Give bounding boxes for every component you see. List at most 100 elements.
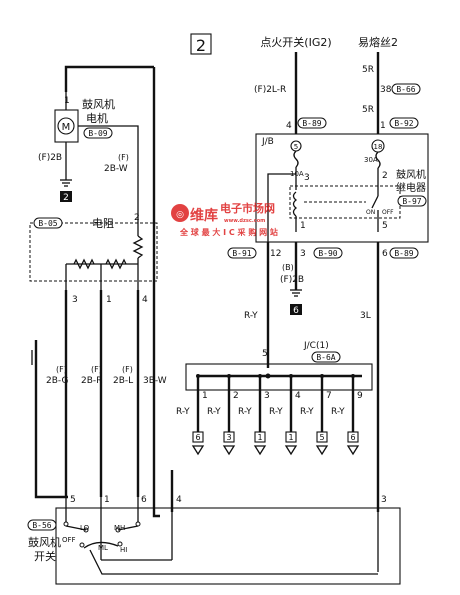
- ignition-feed: (F)2L-R 4 B-89: [254, 52, 327, 134]
- svg-text:3L: 3L: [360, 311, 371, 321]
- svg-text:(F): (F): [118, 153, 129, 162]
- svg-text:B-6A: B-6A: [316, 353, 335, 362]
- svg-text:B-92: B-92: [394, 119, 413, 128]
- resistor-section: B-05 电阻 2 3 1 4: [29, 208, 158, 305]
- svg-text:B-90: B-90: [318, 249, 337, 258]
- svg-text:R-Y: R-Y: [238, 407, 252, 417]
- svg-text:6: 6: [141, 495, 147, 505]
- svg-text:2: 2: [233, 391, 239, 401]
- svg-text:R-Y: R-Y: [300, 407, 314, 417]
- blower-motor-name: 鼓风机: [82, 97, 115, 111]
- svg-text:5R: 5R: [362, 65, 374, 75]
- svg-text:维库: 维库: [190, 207, 218, 224]
- svg-text:鼓风机: 鼓风机: [396, 168, 426, 181]
- svg-text:2B-R: 2B-R: [81, 376, 102, 386]
- fusible-link-label: 易熔丝2: [358, 35, 398, 49]
- blower-motor-section: 1 M 鼓风机 电机 B-09 (F)2B (F) 2B-W 2: [34, 65, 160, 518]
- svg-text:2B-L: 2B-L: [113, 376, 133, 386]
- svg-text:B-56: B-56: [32, 521, 51, 530]
- svg-text:(F): (F): [122, 365, 133, 374]
- svg-text:3: 3: [72, 295, 78, 305]
- jb-bottom: 12 3 6 B-91 B-90 B-89 (B) (F)2B 6 R-Y 5 …: [227, 242, 419, 512]
- junction-block: J/B 5 10A 3 18 30A 2 ON OFF 鼓风机 继电器 B-97…: [255, 133, 429, 243]
- watermark: ◎ 维库 电子市场网 www.dzsc.com 全 球 最 大 I C 采 购 …: [171, 201, 278, 237]
- page-badge: 2: [190, 33, 212, 55]
- svg-text:R-Y: R-Y: [331, 407, 345, 417]
- svg-text:5: 5: [319, 433, 324, 442]
- svg-text:6: 6: [350, 433, 355, 442]
- svg-text:5: 5: [294, 143, 298, 151]
- svg-text:R-Y: R-Y: [244, 311, 258, 321]
- svg-text:5: 5: [262, 349, 268, 359]
- svg-text:5: 5: [70, 495, 76, 505]
- svg-text:10A: 10A: [290, 170, 304, 178]
- svg-text:12: 12: [270, 249, 281, 259]
- joint-branch-6: R-Y 6: [331, 374, 360, 456]
- svg-text:4: 4: [286, 121, 292, 131]
- svg-text:OFF: OFF: [62, 536, 76, 544]
- blower-switch-name: 鼓风机: [28, 535, 61, 549]
- svg-text:1: 1: [380, 121, 386, 131]
- svg-text:3: 3: [304, 173, 310, 183]
- left-wires: (F) 2B-G (F) 2B-R (F) 2B-L 3B-W: [31, 290, 174, 512]
- svg-text:全 球 最 大 I C 采 购 网 站: 全 球 最 大 I C 采 购 网 站: [179, 227, 278, 237]
- svg-text:OFF: OFF: [382, 209, 394, 216]
- svg-text:M: M: [62, 122, 71, 133]
- svg-text:B-66: B-66: [396, 85, 415, 94]
- svg-text:J/B: J/B: [261, 137, 274, 147]
- joint-branch-1: R-Y 6: [176, 374, 205, 456]
- svg-text:电子市场网: 电子市场网: [220, 201, 275, 215]
- svg-text:2: 2: [382, 171, 388, 181]
- svg-text:R-Y: R-Y: [207, 407, 221, 417]
- svg-text:(F)2B: (F)2B: [38, 153, 62, 163]
- svg-text:继电器: 继电器: [396, 181, 426, 194]
- svg-text:B-97: B-97: [402, 197, 421, 206]
- svg-text:MH: MH: [114, 524, 125, 532]
- svg-text:◎: ◎: [176, 210, 184, 220]
- svg-text:HI: HI: [120, 546, 127, 554]
- ignition-switch-label: 点火开关(IG2): [260, 35, 331, 49]
- svg-text:B-89: B-89: [394, 249, 413, 258]
- svg-text:1: 1: [300, 221, 306, 231]
- svg-text:4: 4: [142, 295, 148, 305]
- svg-text:R-Y: R-Y: [176, 407, 190, 417]
- svg-text:(F): (F): [91, 365, 102, 374]
- svg-text:(F)2B: (F)2B: [280, 275, 304, 285]
- svg-text:www.dzsc.com: www.dzsc.com: [224, 218, 265, 224]
- svg-text:2B-W: 2B-W: [104, 164, 128, 174]
- svg-text:38: 38: [380, 85, 392, 95]
- svg-text:(B): (B): [282, 263, 294, 272]
- svg-text:4: 4: [176, 495, 182, 505]
- svg-text:ML: ML: [98, 544, 108, 552]
- svg-text:9: 9: [357, 391, 363, 401]
- svg-text:开关: 开关: [34, 549, 56, 563]
- svg-text:7: 7: [326, 391, 332, 401]
- svg-text:电机: 电机: [86, 111, 108, 125]
- svg-text:1: 1: [104, 495, 110, 505]
- svg-text:2: 2: [196, 36, 206, 55]
- svg-text:LO: LO: [80, 524, 90, 532]
- svg-text:1: 1: [202, 391, 208, 401]
- svg-text:3: 3: [264, 391, 270, 401]
- joint-branch-4: R-Y 1: [269, 374, 298, 456]
- svg-text:J/C(1): J/C(1): [303, 341, 329, 351]
- svg-text:3: 3: [381, 495, 387, 505]
- svg-text:5R: 5R: [362, 105, 374, 115]
- svg-text:3: 3: [226, 433, 231, 442]
- svg-text:4: 4: [295, 391, 301, 401]
- svg-text:B-89: B-89: [302, 119, 321, 128]
- svg-text:6: 6: [195, 433, 200, 442]
- joint-branch-5: R-Y 5: [300, 374, 329, 456]
- svg-text:ON: ON: [366, 209, 375, 216]
- svg-text:30A: 30A: [364, 156, 378, 164]
- svg-text:2B-G: 2B-G: [46, 376, 68, 386]
- svg-text:1: 1: [106, 295, 112, 305]
- svg-text:1: 1: [64, 96, 70, 106]
- resistor-name: 电阻: [92, 217, 114, 230]
- svg-text:1: 1: [288, 433, 293, 442]
- svg-text:6: 6: [382, 249, 388, 259]
- svg-text:B-91: B-91: [232, 249, 251, 258]
- svg-text:5: 5: [382, 221, 388, 231]
- svg-text:R-Y: R-Y: [269, 407, 283, 417]
- svg-text:6: 6: [293, 306, 299, 316]
